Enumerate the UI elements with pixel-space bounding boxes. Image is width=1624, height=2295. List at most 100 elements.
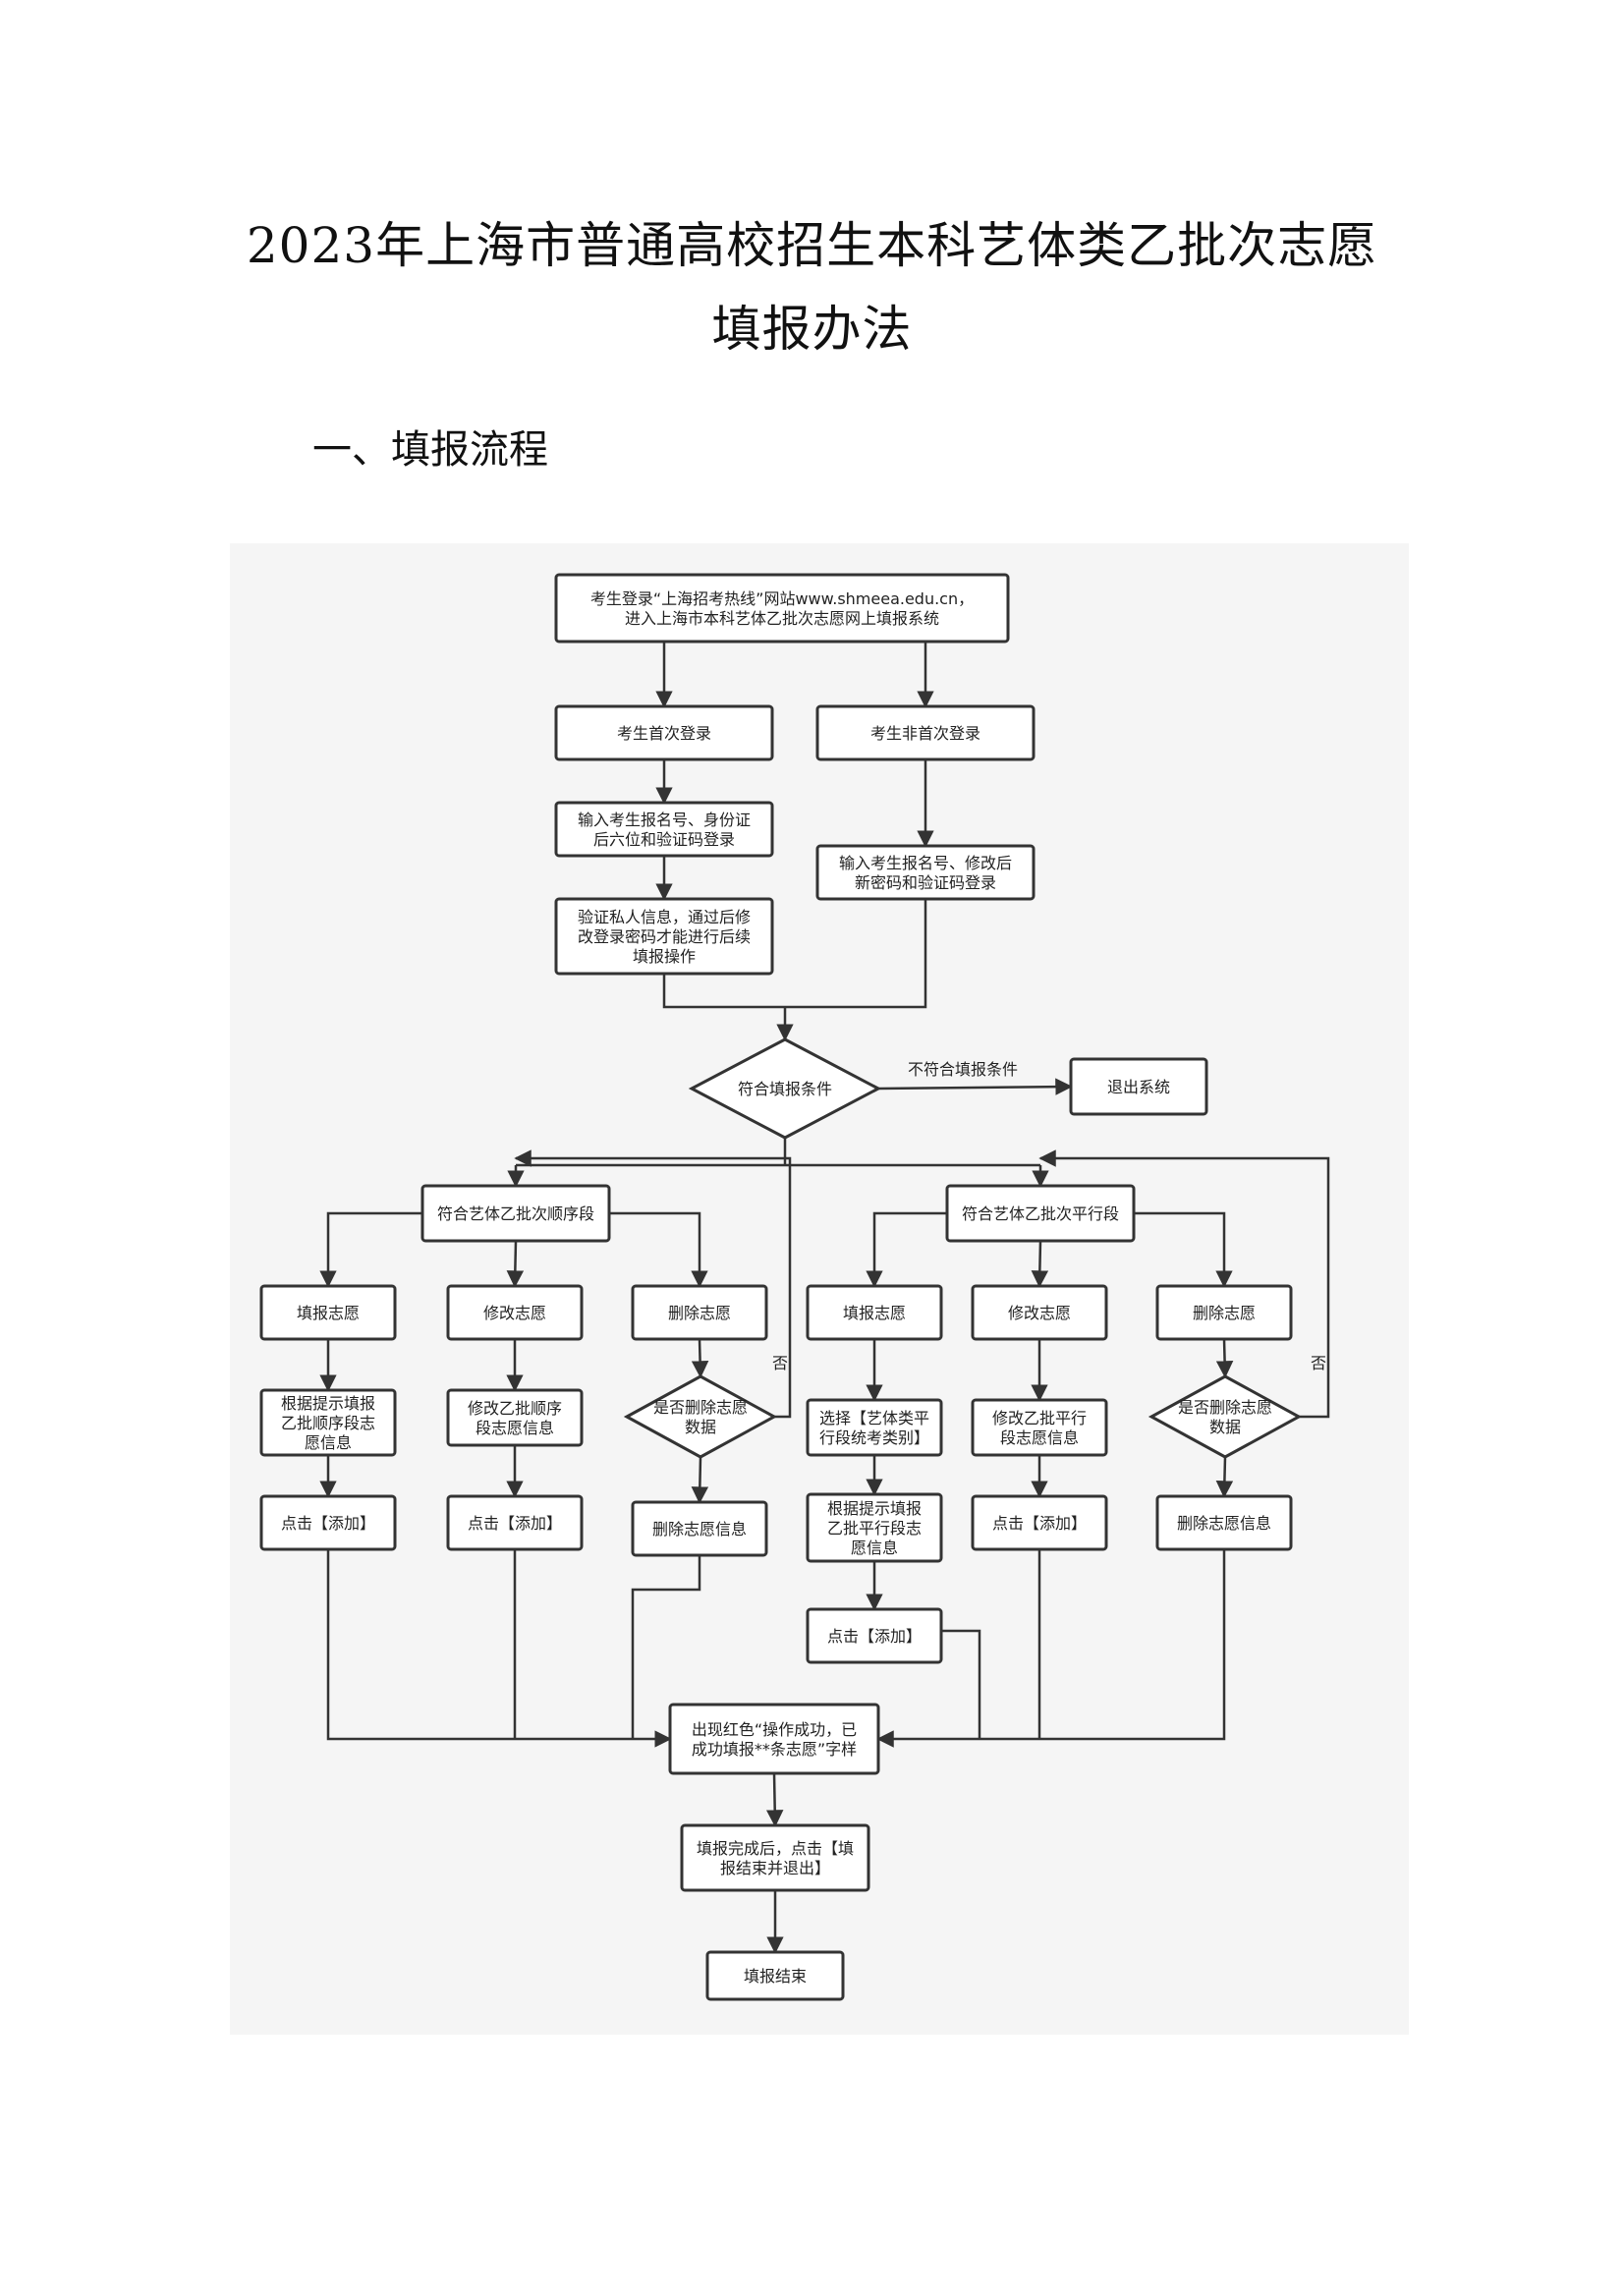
flow-node-text: 修改乙批平行	[992, 1409, 1087, 1427]
flowchart-panel: 考生登录“上海招考热线”网站www.shmeea.edu.cn，进入上海市本科艺…	[230, 543, 1409, 2035]
flow-node-text: 改登录密码才能进行后续	[578, 927, 751, 946]
flow-connector	[326, 1549, 672, 1748]
flow-node-text: 修改志愿	[483, 1304, 546, 1322]
flow-node-par-delete-info: 删除志愿信息	[1155, 1494, 1293, 1551]
flow-node-text: 是否删除志愿	[653, 1398, 748, 1417]
flow-node-text: 根据提示填报	[281, 1394, 375, 1413]
flow-node-text: 填报完成后，点击【填	[697, 1839, 854, 1858]
flow-node-text: 填报志愿	[297, 1304, 360, 1322]
flow-node-text: 进入上海市本科艺体乙批次志愿网上填报系统	[625, 609, 939, 628]
flow-node-text: 填报志愿	[843, 1304, 906, 1322]
section-heading: 一、填报流程	[312, 427, 548, 473]
flow-node-seq-fill: 填报志愿	[259, 1284, 397, 1341]
flow-node-text: 成功填报**条志愿”字样	[692, 1740, 857, 1759]
flow-connector	[631, 1555, 701, 1739]
flow-node-text: 段志愿信息	[1000, 1428, 1079, 1447]
flow-node-text: 点击【添加】	[468, 1514, 562, 1533]
decision-diamond	[1148, 1374, 1303, 1459]
flow-connector	[941, 1629, 981, 1739]
flow-node-par-modify-add: 点击【添加】	[971, 1494, 1108, 1551]
process-box	[554, 573, 1010, 644]
flow-node-text: 报结束并退出】	[720, 1859, 830, 1877]
flow-node-text: 数据	[1209, 1418, 1241, 1436]
flow-connector	[866, 1211, 947, 1288]
flow-node-text: 修改乙批顺序	[468, 1399, 562, 1418]
process-box	[259, 1388, 397, 1457]
flow-node-text: 是否删除志愿	[1178, 1398, 1272, 1417]
flow-node-text: 点击【添加】	[281, 1514, 375, 1533]
flow-connector	[319, 1211, 422, 1288]
flow-connector-seq-no	[514, 1149, 792, 1419]
flow-node-par-fill-add: 点击【添加】	[806, 1607, 943, 1664]
process-box	[705, 1950, 845, 2001]
flow-node-text: 点击【添加】	[827, 1627, 922, 1646]
process-box	[971, 1284, 1108, 1341]
flow-node-par-fill: 填报志愿	[806, 1284, 943, 1341]
flow-node-text: 出现红色“操作成功，已	[692, 1720, 857, 1739]
decision-diamond	[688, 1037, 882, 1140]
flow-node-text: 填报操作	[633, 947, 696, 966]
flow-connector	[662, 899, 927, 1009]
edge-label-not-eligible: 不符合填报条件	[908, 1060, 1018, 1079]
process-box	[554, 801, 774, 858]
flow-node-seq-delete: 删除志愿	[631, 1284, 768, 1341]
process-box	[680, 1823, 870, 1892]
flow-node-text: 删除志愿信息	[652, 1520, 747, 1539]
flow-node-text: 愿信息	[851, 1539, 898, 1557]
flow-node-eligible: 符合填报条件	[688, 1037, 882, 1140]
flow-node-text: 输入考生报名号、修改后	[839, 854, 1012, 872]
flow-node-end: 填报结束	[705, 1950, 845, 2001]
flow-node-text: 验证私人信息，通过后修	[578, 908, 751, 926]
flow-node-text: 点击【添加】	[992, 1514, 1087, 1533]
flow-connector-par-no	[1038, 1149, 1330, 1419]
flow-node-text: 根据提示填报	[827, 1499, 922, 1518]
flow-node-seq-modify-add: 点击【添加】	[446, 1494, 584, 1551]
flow-node-text: 新密码和验证码登录	[855, 873, 996, 892]
decision-diamond	[623, 1374, 778, 1459]
document-title-line2: 填报办法	[711, 301, 913, 358]
flow-node-start: 考生登录“上海招考热线”网站www.shmeea.edu.cn，进入上海市本科艺…	[554, 573, 1010, 644]
flow-node-text: 符合填报条件	[738, 1080, 832, 1098]
flow-node-first-login: 考生首次登录	[554, 704, 774, 761]
flow-node-text: 愿信息	[305, 1433, 352, 1452]
flow-node-seq-modify: 修改志愿	[446, 1284, 584, 1341]
flow-node-seq-fill-add: 点击【添加】	[259, 1494, 397, 1551]
process-box	[259, 1284, 397, 1341]
flowchart: 考生登录“上海招考热线”网站www.shmeea.edu.cn，进入上海市本科艺…	[259, 573, 1330, 2001]
process-box	[971, 1398, 1108, 1457]
process-box	[1155, 1284, 1293, 1341]
flow-node-text: 删除志愿	[668, 1304, 731, 1322]
process-box	[631, 1284, 768, 1341]
flowchart-edge-labels: 不符合填报条件否否	[772, 1060, 1326, 1372]
process-box	[631, 1500, 768, 1557]
process-box	[806, 1284, 943, 1341]
flow-node-text: 考生登录“上海招考热线”网站www.shmeea.edu.cn，	[590, 589, 974, 608]
process-box	[668, 1703, 880, 1775]
process-box	[815, 844, 1036, 901]
flow-node-seq-delete-info: 删除志愿信息	[631, 1500, 768, 1557]
flow-node-text: 退出系统	[1107, 1078, 1170, 1096]
process-box	[945, 1184, 1136, 1243]
flow-node-text: 填报结束	[744, 1967, 807, 1986]
flow-node-text: 考生非首次登录	[870, 724, 980, 743]
flow-connector-not-eligible	[877, 1078, 1073, 1095]
flow-connector	[1215, 1338, 1234, 1378]
process-box	[815, 704, 1036, 761]
flow-node-text: 修改志愿	[1008, 1304, 1071, 1322]
flow-node-seq-segment: 符合艺体乙批次顺序段	[420, 1184, 611, 1243]
flow-node-text: 删除志愿	[1193, 1304, 1256, 1322]
flow-node-text: 考生首次登录	[617, 724, 711, 743]
flow-node-text: 后六位和验证码登录	[593, 830, 735, 849]
flow-node-text: 乙批顺序段志	[281, 1414, 375, 1432]
process-box	[1069, 1057, 1208, 1116]
process-box	[1155, 1494, 1293, 1551]
